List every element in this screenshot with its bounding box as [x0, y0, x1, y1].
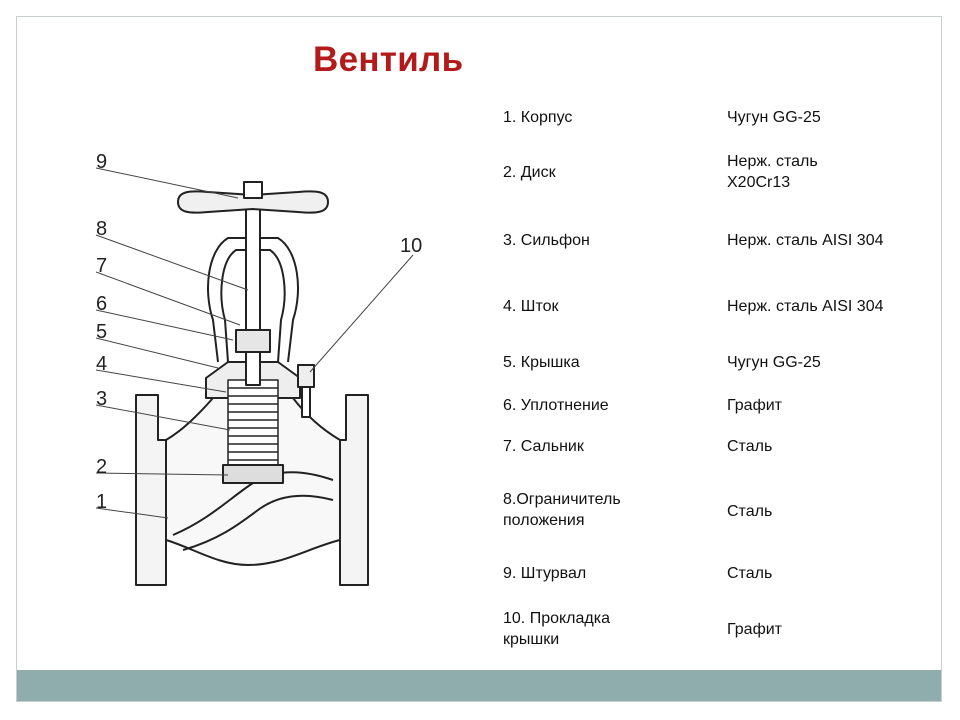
- part-material: Сталь: [727, 438, 773, 455]
- callout-5: 5: [96, 321, 107, 343]
- part-material: Нерж. сталь AISI 304: [727, 232, 884, 249]
- part-name: 1. Корпус: [503, 109, 573, 126]
- part-name: 4. Шток: [503, 298, 559, 315]
- valve-diagram: 9 8 7 6 5 4 3 2 1 10: [95, 151, 422, 586]
- left-flange: [135, 394, 167, 586]
- part-name: 5. Крышка: [503, 354, 580, 371]
- slide-title: Вентиль: [313, 40, 464, 79]
- callout-1: 1: [96, 491, 107, 513]
- callout-4: 4: [96, 353, 107, 375]
- part-material: Графит: [727, 397, 782, 414]
- part-material: Нерж. сталь AISI 304: [727, 298, 884, 315]
- gasket-bolt: [297, 364, 315, 388]
- callout-6: 6: [96, 293, 107, 315]
- bellows: [227, 379, 279, 466]
- callout-8: 8: [96, 218, 107, 240]
- part-material: Сталь: [727, 503, 773, 520]
- part-name: 10. Прокладка крышки: [503, 610, 610, 648]
- part-name: 9. Штурвал: [503, 565, 587, 582]
- part-name: 7. Сальник: [503, 438, 584, 455]
- gland: [235, 329, 271, 353]
- part-material: Нерж. сталь X20Cr13: [727, 153, 818, 191]
- part-name: 6. Уплотнение: [503, 397, 609, 414]
- callout-2: 2: [96, 456, 107, 478]
- callout-10: 10: [400, 235, 422, 257]
- slide-frame: [16, 16, 942, 702]
- part-material: Графит: [727, 621, 782, 638]
- part-name: 8.Ограничитель положения: [503, 491, 621, 529]
- callout-9: 9: [96, 151, 107, 173]
- right-flange: [339, 394, 369, 586]
- callout-3: 3: [96, 388, 107, 410]
- part-name: 3. Сильфон: [503, 232, 590, 249]
- part-name: 2. Диск: [503, 164, 556, 181]
- part-material: Сталь: [727, 565, 773, 582]
- disc: [222, 464, 284, 484]
- callout-7: 7: [96, 255, 107, 277]
- handwheel: [177, 190, 329, 214]
- bottom-bar: [17, 670, 941, 701]
- stem: [245, 194, 261, 386]
- part-material: Чугун GG-25: [727, 354, 821, 371]
- part-material: Чугун GG-25: [727, 109, 821, 126]
